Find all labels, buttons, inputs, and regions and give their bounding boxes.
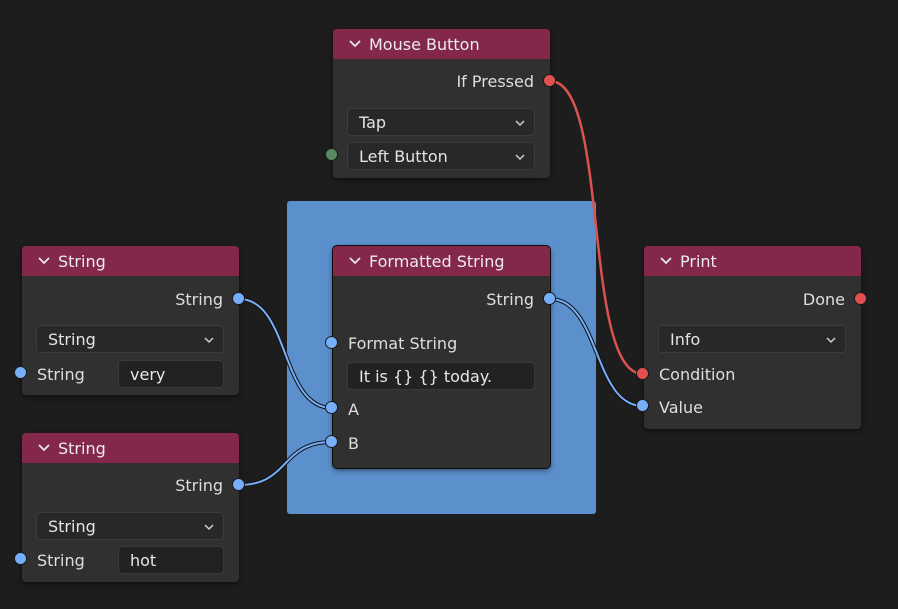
input-row: String — [22, 548, 239, 572]
mouse-button-node[interactable]: Mouse Button If Pressed Tap Left Button — [333, 29, 550, 178]
string-output-socket[interactable] — [232, 478, 245, 491]
mode-dropdown[interactable]: Tap — [347, 108, 535, 136]
dropdown-value: Info — [670, 329, 701, 349]
input-row: String — [22, 362, 239, 386]
string-output-socket[interactable] — [232, 292, 245, 305]
dropdown-value: String — [48, 329, 96, 349]
string-node-top[interactable]: String String String String very — [22, 246, 239, 395]
node-title: Formatted String — [369, 251, 505, 271]
output-label: If Pressed — [456, 71, 534, 91]
input-row: A — [333, 397, 550, 421]
chevron-down-icon — [826, 337, 836, 344]
chevron-down-icon — [515, 120, 525, 127]
output-row: String — [333, 287, 550, 311]
format-string-input-socket[interactable] — [325, 336, 338, 349]
field-value: hot — [130, 550, 157, 570]
chevron-down-icon — [204, 524, 214, 531]
chevron-down-icon[interactable] — [347, 36, 363, 52]
input-label: String — [37, 364, 85, 384]
a-input-socket[interactable] — [325, 401, 338, 414]
output-label: String — [486, 289, 534, 309]
node-header[interactable]: String — [22, 246, 239, 276]
formatted-string-node[interactable]: Formatted String String Format String It… — [332, 245, 551, 469]
output-row: String — [22, 287, 239, 311]
type-dropdown[interactable]: String — [36, 512, 224, 540]
b-input-socket[interactable] — [325, 435, 338, 448]
input-label: B — [348, 433, 359, 453]
chevron-down-icon[interactable] — [36, 440, 52, 456]
if-pressed-socket[interactable] — [543, 74, 556, 87]
input-label: A — [348, 399, 359, 419]
string-node-bottom[interactable]: String String String String hot — [22, 433, 239, 582]
format-string-field[interactable]: It is {} {} today. — [347, 362, 535, 390]
chevron-down-icon[interactable] — [658, 253, 674, 269]
chevron-down-icon — [204, 337, 214, 344]
chevron-down-icon[interactable] — [347, 253, 363, 269]
node-header[interactable]: Formatted String — [333, 246, 550, 276]
node-title: String — [58, 251, 106, 271]
output-label: Done — [802, 289, 845, 309]
node-title: Mouse Button — [369, 34, 480, 54]
dropdown-value: String — [48, 516, 96, 536]
node-header[interactable]: Mouse Button — [333, 29, 550, 59]
done-output-socket[interactable] — [854, 292, 867, 305]
input-row: B — [333, 431, 550, 455]
output-label: String — [175, 289, 223, 309]
input-row: Format String — [333, 331, 550, 355]
string-input-socket[interactable] — [14, 366, 27, 379]
input-label: Condition — [659, 364, 736, 384]
print-node[interactable]: Print Done Info Condition Value — [644, 246, 861, 429]
output-row: Done — [644, 287, 861, 311]
field-value: It is {} {} today. — [359, 366, 493, 386]
node-header[interactable]: String — [22, 433, 239, 463]
string-value-field[interactable]: hot — [118, 546, 224, 574]
value-input-socket[interactable] — [636, 399, 649, 412]
button-input-socket[interactable] — [325, 148, 338, 161]
output-row: If Pressed — [333, 69, 550, 93]
condition-input-socket[interactable] — [636, 367, 649, 380]
node-header[interactable]: Print — [644, 246, 861, 276]
type-dropdown[interactable]: String — [36, 325, 224, 353]
string-output-socket[interactable] — [543, 292, 556, 305]
input-row: Condition — [644, 362, 861, 386]
input-label: Value — [659, 397, 703, 417]
input-label: Format String — [348, 333, 458, 353]
string-value-field[interactable]: very — [118, 360, 224, 388]
field-value: very — [130, 364, 166, 384]
level-dropdown[interactable]: Info — [658, 325, 846, 353]
output-row: String — [22, 473, 239, 497]
node-title: String — [58, 438, 106, 458]
node-title: Print — [680, 251, 717, 271]
chevron-down-icon — [515, 154, 525, 161]
input-label: String — [37, 550, 85, 570]
string-input-socket[interactable] — [14, 552, 27, 565]
output-label: String — [175, 475, 223, 495]
chevron-down-icon[interactable] — [36, 253, 52, 269]
dropdown-value: Tap — [359, 112, 387, 132]
dropdown-value: Left Button — [359, 146, 448, 166]
input-row: Value — [644, 395, 861, 419]
button-dropdown[interactable]: Left Button — [347, 142, 535, 170]
